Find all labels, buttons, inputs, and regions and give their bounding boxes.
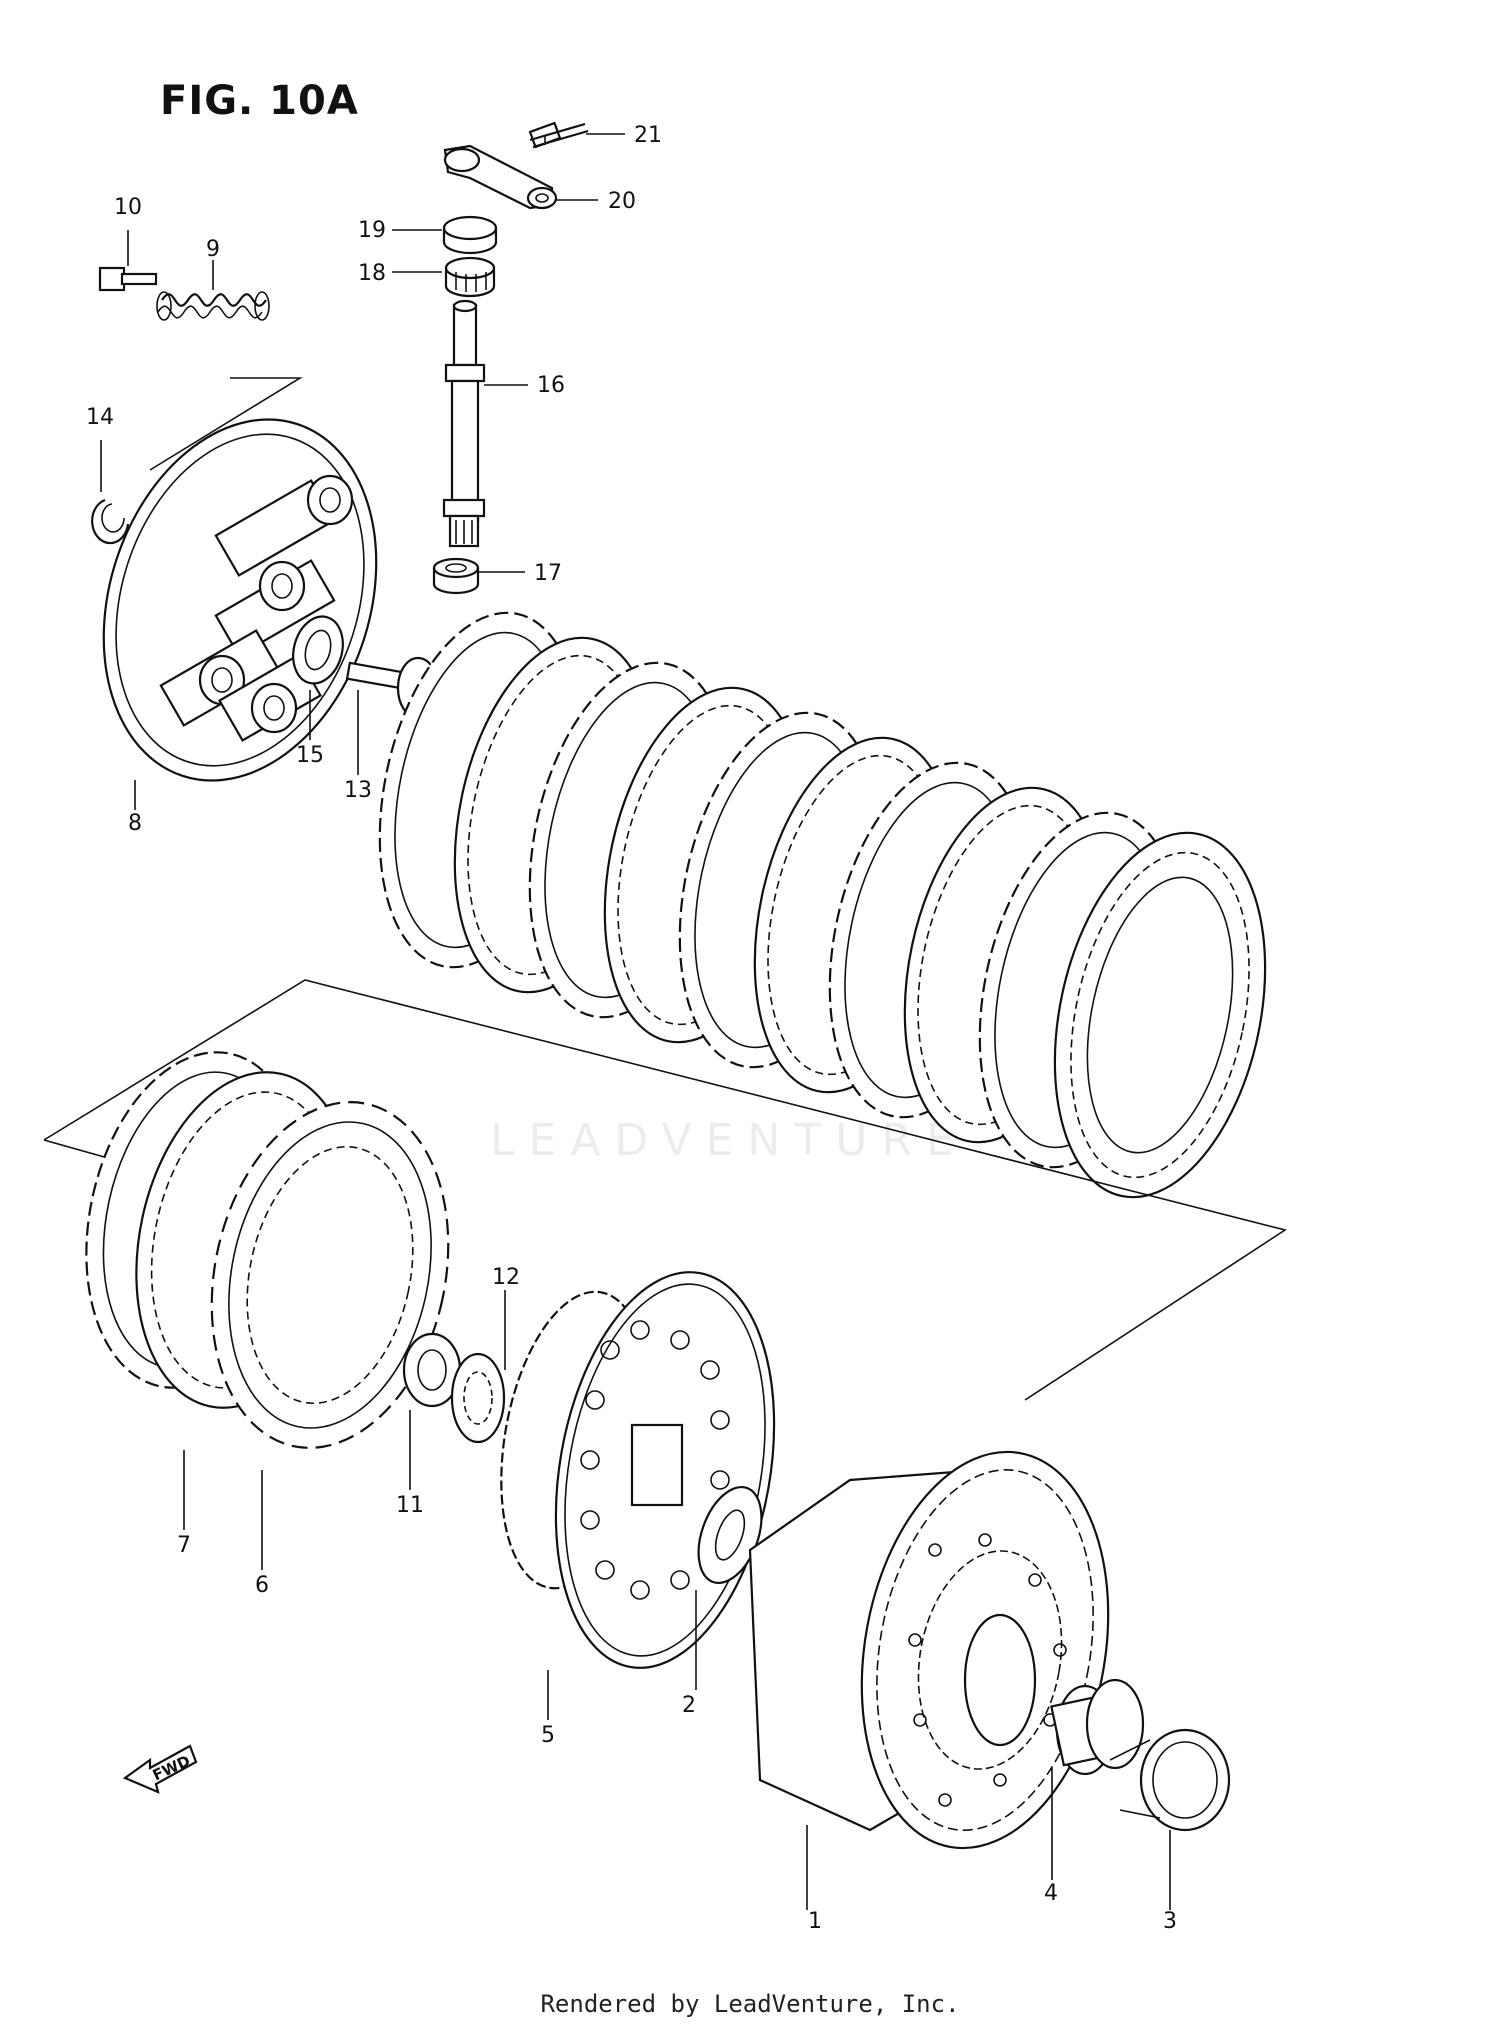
clutch-friction-plate-6: [210, 1101, 450, 1449]
callout-1: 1: [808, 1909, 822, 1934]
clutch-spring-bolt: [98, 266, 158, 292]
callout-11: 11: [396, 1493, 424, 1518]
callout-13: 13: [344, 778, 372, 803]
needle-bearing-18: [444, 256, 496, 298]
callout-labels: 1 2 3 4 5 6 7 8 9 10 11 12 13 14 15 16 1…: [86, 123, 1177, 1934]
callout-19: 19: [358, 218, 386, 243]
oil-seal-19: [442, 215, 498, 255]
callout-21: 21: [634, 123, 662, 148]
leader-outline-9: [149, 377, 303, 471]
callout-9: 9: [206, 237, 220, 262]
clutch-spring: [156, 291, 270, 321]
needle-bearing-17: [432, 557, 480, 595]
washer-12: [450, 1352, 506, 1444]
forward-arrow-icon: FWD: [122, 1744, 198, 1794]
callout-8: 8: [128, 811, 142, 836]
needle-bearing-4: [1050, 1678, 1145, 1776]
callout-20: 20: [608, 189, 636, 214]
callout-16: 16: [537, 373, 565, 398]
spacer-3: [1109, 1728, 1231, 1832]
callout-3: 3: [1163, 1909, 1177, 1934]
callout-7: 7: [177, 1533, 191, 1558]
callout-18: 18: [358, 261, 386, 286]
clutch-plate-stack-upper: [378, 611, 1267, 1199]
callout-6: 6: [255, 1573, 269, 1598]
callout-2: 2: [682, 1693, 696, 1718]
release-shaft: [442, 299, 486, 548]
callout-10: 10: [114, 195, 142, 220]
bearing-15: [292, 615, 344, 685]
callout-15: 15: [296, 743, 324, 768]
release-lever: [443, 144, 558, 210]
footer-credit: Rendered by LeadVenture, Inc.: [540, 1990, 960, 2018]
callout-5: 5: [541, 1723, 555, 1748]
callout-4: 4: [1044, 1881, 1058, 1906]
watermark: LEADVENTURE: [490, 1115, 968, 1166]
pressure-plate: [102, 418, 378, 782]
primary-driven-gear-assembly: [748, 1450, 1110, 1850]
leader-lines: [100, 133, 1171, 1910]
assembly-bracket-line: [43, 979, 1287, 1401]
figure-title: FIG. 10A: [160, 78, 359, 124]
callout-12: 12: [492, 1265, 520, 1290]
callout-17: 17: [534, 561, 562, 586]
circlip-14: [91, 498, 130, 545]
release-lever-bolt: [528, 121, 589, 149]
callout-14: 14: [86, 405, 114, 430]
